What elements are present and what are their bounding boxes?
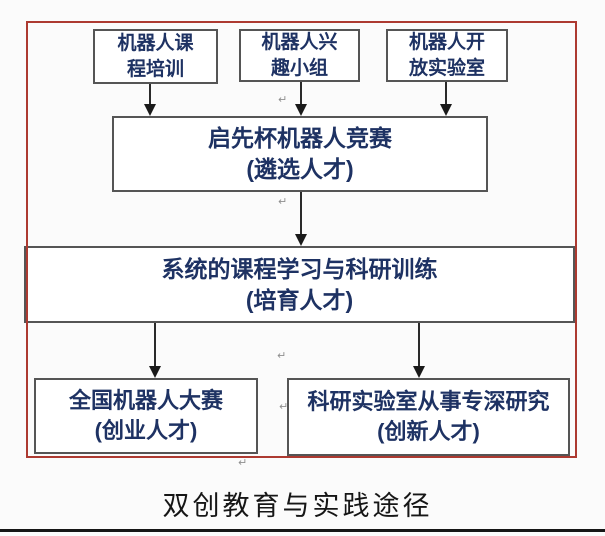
node-robot-interest-group: 机器人兴 趣小组 — [239, 29, 360, 82]
node-national-robot-contest: 全国机器人大赛 (创业人才) — [34, 378, 258, 454]
paragraph-mark-icon: ↵ — [278, 195, 288, 208]
node-label-line: 机器人课 — [117, 32, 194, 54]
arrow-shaft — [418, 323, 420, 367]
arrow-shaft — [300, 192, 302, 235]
arrow-head-icon — [295, 104, 307, 116]
arrow-head-icon — [144, 104, 156, 116]
arrow-shaft — [154, 323, 156, 367]
node-label-line: (遴选人才) — [246, 156, 354, 182]
arrow-head-icon — [413, 366, 425, 378]
node-label-line: 启先杯机器人竞赛 — [208, 125, 392, 151]
node-label-line: 放实验室 — [408, 57, 485, 79]
node-label-line: 程培训 — [126, 58, 184, 80]
node-label-line: (培育人才) — [245, 286, 354, 313]
arrow-training-to-research-lab-icon — [412, 323, 426, 378]
arrow-course-to-competition-icon — [143, 84, 157, 116]
node-label-line: 科研实验室从事专深研究 — [307, 389, 550, 414]
node-research-lab-deep-research: 科研实验室从事专深研究 (创新人才) — [287, 378, 570, 456]
paragraph-mark-icon: ↵ — [277, 349, 287, 362]
paragraph-mark-icon: ↵ — [278, 93, 288, 106]
arrow-competition-to-training-icon — [294, 192, 308, 246]
arrow-shaft — [149, 84, 151, 105]
node-label-line: 全国机器人大赛 — [68, 388, 223, 413]
arrow-openlab-to-competition-icon — [439, 82, 453, 116]
arrow-training-to-national-contest-icon — [148, 323, 162, 378]
node-label-line: 机器人兴 — [261, 31, 338, 53]
arrow-head-icon — [440, 104, 452, 116]
node-label-line: 系统的课程学习与科研训练 — [161, 255, 438, 282]
node-robot-open-lab: 机器人开 放实验室 — [386, 29, 508, 82]
bottom-divider — [0, 529, 605, 532]
node-label-line: (创新人才) — [377, 419, 480, 444]
arrow-shaft — [445, 82, 447, 105]
figure-caption: 双创教育与实践途径 — [162, 491, 433, 522]
node-label-line: (创业人才) — [94, 418, 198, 443]
arrow-shaft — [300, 82, 302, 105]
arrow-interest-to-competition-icon — [294, 82, 308, 116]
paragraph-mark-icon: ↵ — [238, 456, 248, 469]
node-systematic-training: 系统的课程学习与科研训练 (培育人才) — [24, 246, 575, 323]
node-label-line: 机器人开 — [408, 31, 485, 53]
arrow-head-icon — [295, 234, 307, 246]
node-label-line: 趣小组 — [270, 57, 328, 79]
paragraph-mark-icon: ↵ — [279, 400, 289, 413]
arrow-head-icon — [149, 366, 161, 378]
node-qixian-cup-competition: 启先杯机器人竞赛 (遴选人才) — [112, 116, 488, 192]
node-robot-course-training: 机器人课 程培训 — [93, 29, 218, 84]
